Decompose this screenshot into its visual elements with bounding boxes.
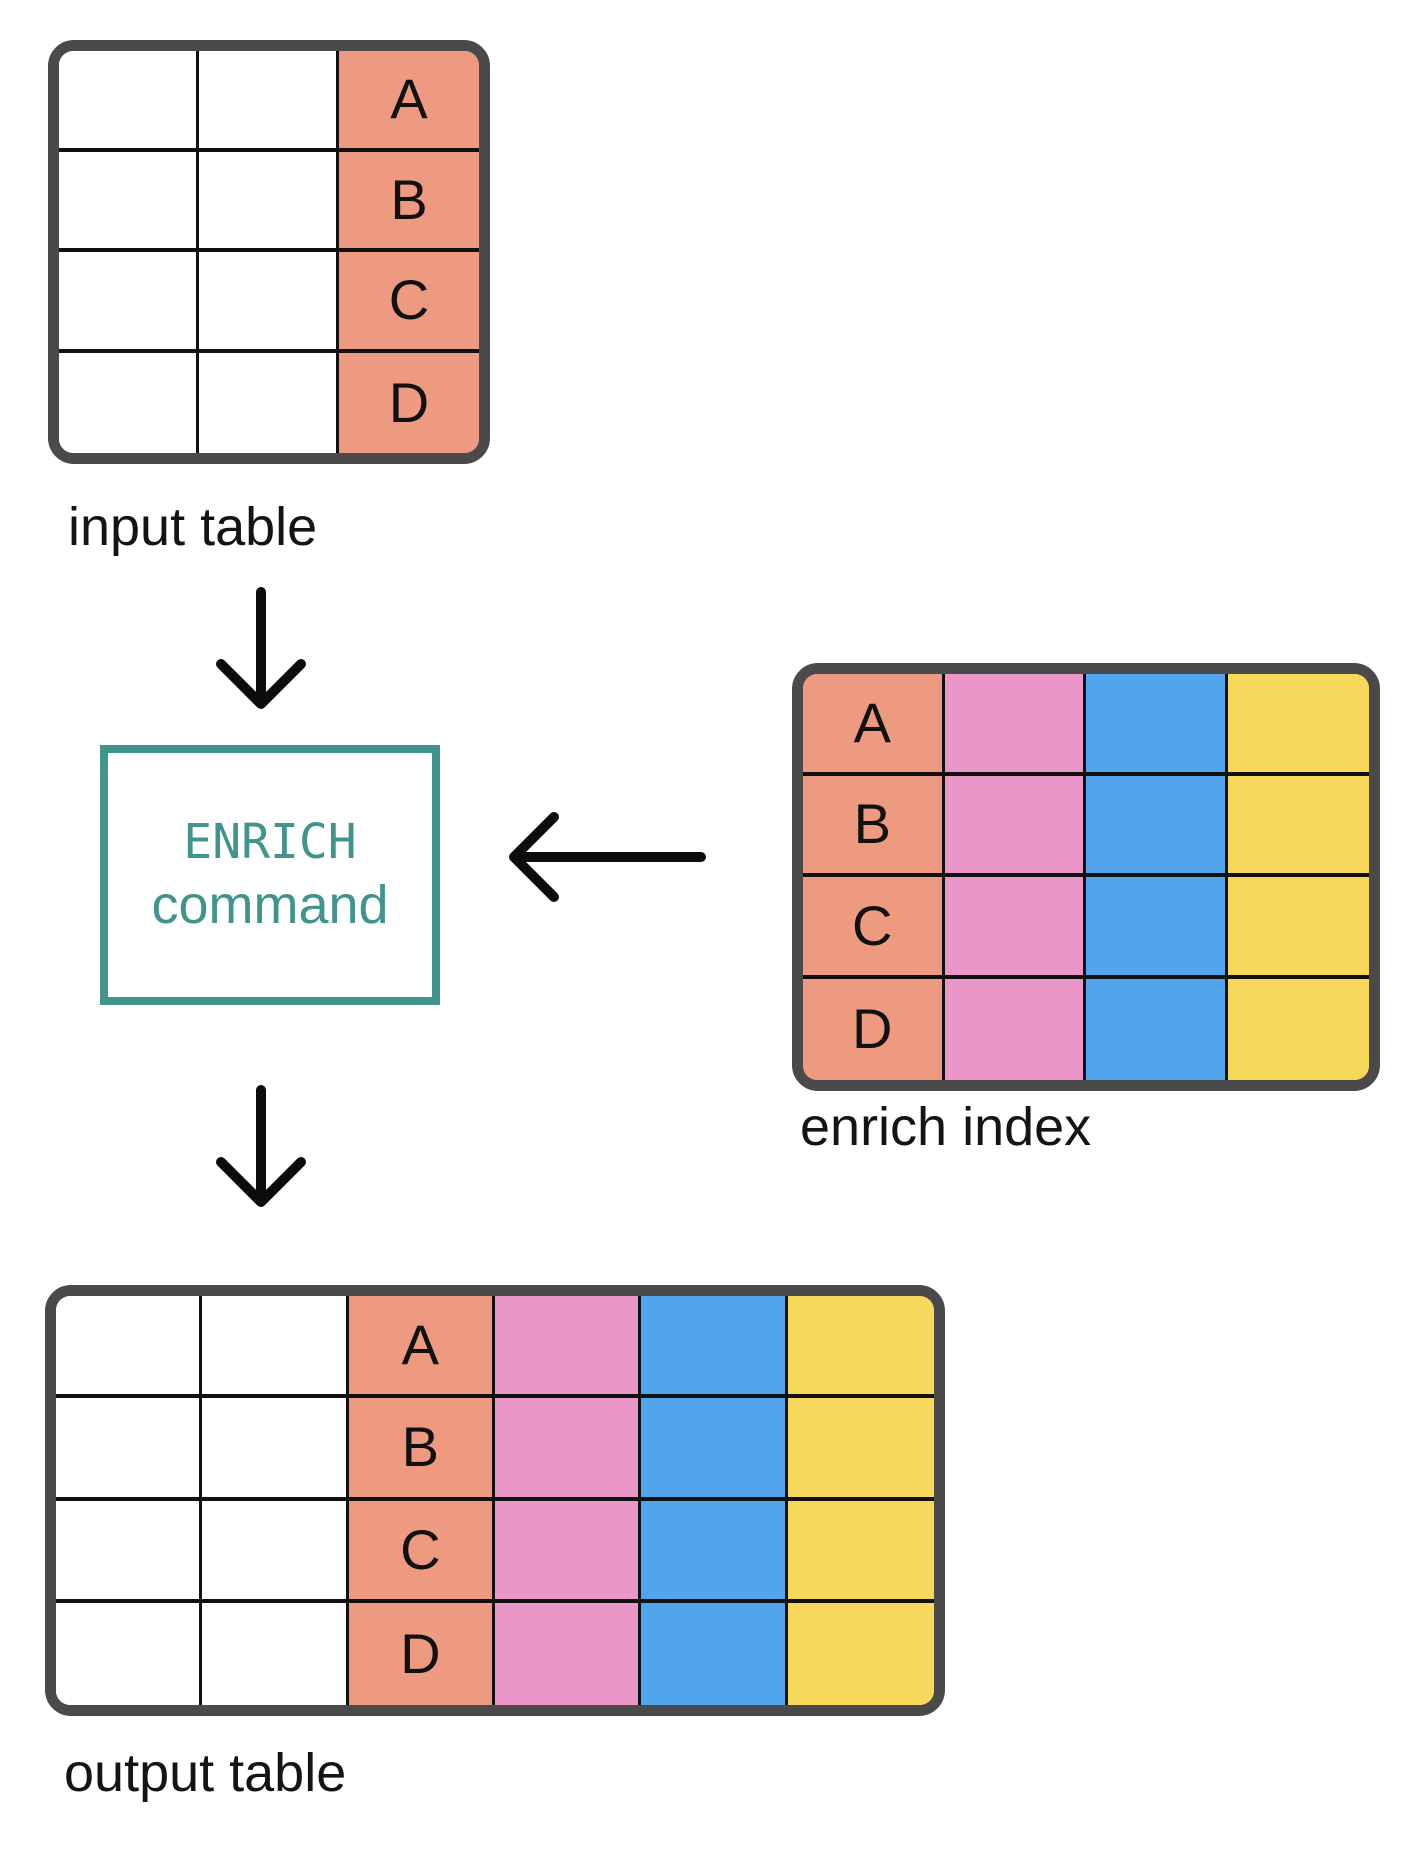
- table-cell: [787, 1500, 934, 1603]
- table-cell: [944, 674, 1086, 776]
- table-cell: [1086, 978, 1228, 1080]
- table-cell: [494, 1296, 642, 1399]
- table-cell: [944, 775, 1086, 877]
- table-cell: [199, 352, 339, 453]
- table-cell: [199, 151, 339, 252]
- table-cell: B: [803, 775, 945, 877]
- table-cell: [1086, 674, 1228, 776]
- table-cell: [56, 1296, 203, 1399]
- enrich-command-word: command: [151, 875, 389, 935]
- table-cell: [199, 51, 339, 152]
- table-cell: A: [803, 674, 945, 776]
- table-cell: [202, 1296, 349, 1399]
- table-cell: [1086, 877, 1228, 979]
- enrich-index-label: enrich index: [800, 1097, 1092, 1157]
- enrich-command-box: ENRICH command: [100, 745, 440, 1005]
- table-cell: D: [348, 1602, 495, 1705]
- table-cell: [494, 1602, 642, 1705]
- arrow-down-input-to-command-icon: [216, 587, 306, 709]
- table-cell: [1086, 775, 1228, 877]
- table-cell: [199, 252, 339, 353]
- table-cell: [202, 1500, 349, 1603]
- table-cell: [641, 1602, 788, 1705]
- table-cell: [787, 1398, 934, 1501]
- table-cell: [56, 1398, 203, 1501]
- table-cell: [1227, 775, 1369, 877]
- table-cell: [202, 1398, 349, 1501]
- table-cell: [641, 1398, 788, 1501]
- input-table-label: input table: [68, 497, 318, 557]
- table-cell: [1227, 877, 1369, 979]
- table-cell: D: [339, 352, 479, 453]
- table-cell: [494, 1398, 642, 1501]
- enrich-command-name: ENRICH: [183, 814, 357, 870]
- arrow-down-command-to-output-icon: [216, 1085, 306, 1207]
- table-cell: B: [348, 1398, 495, 1501]
- table-cell: C: [803, 877, 945, 979]
- table-cell: [59, 151, 199, 252]
- table-cell: A: [348, 1296, 495, 1399]
- table-cell: [1227, 978, 1369, 1080]
- table-cell: [1227, 674, 1369, 776]
- table-cell: [641, 1296, 788, 1399]
- table-cell: [787, 1296, 934, 1399]
- table-cell: C: [339, 252, 479, 353]
- table-cell: [641, 1500, 788, 1603]
- arrow-left-index-to-command-icon: [509, 812, 706, 902]
- table-cell: [944, 877, 1086, 979]
- table-cell: [56, 1500, 203, 1603]
- table-cell: [944, 978, 1086, 1080]
- table-cell: A: [339, 51, 479, 152]
- table-cell: [59, 252, 199, 353]
- table-cell: [787, 1602, 934, 1705]
- table-cell: [59, 352, 199, 453]
- table-cell: [59, 51, 199, 152]
- output-table-label: output table: [64, 1743, 347, 1803]
- table-cell: [56, 1602, 203, 1705]
- table-cell: B: [339, 151, 479, 252]
- table-cell: [202, 1602, 349, 1705]
- table-cell: D: [803, 978, 945, 1080]
- table-cell: [494, 1500, 642, 1603]
- table-cell: C: [348, 1500, 495, 1603]
